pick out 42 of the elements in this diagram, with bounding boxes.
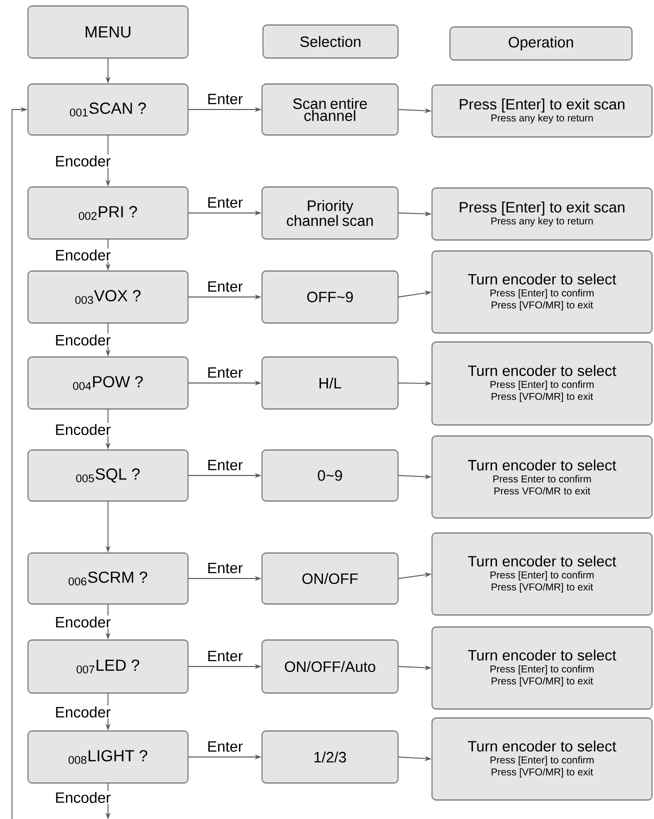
edge-label: Enter: [206, 280, 244, 293]
menu-box: $_{008}$LIGHT ?: [28, 730, 188, 784]
selection-box: 1/2/3: [262, 730, 398, 784]
edge-label: Encoder: [54, 706, 112, 718]
menu-box: $_{003}$VOX ?: [28, 270, 188, 324]
menu-box: $_{006}$SCRM ?: [28, 552, 188, 604]
edge-label: Enter: [206, 92, 244, 106]
selection-box: Priority channel scan: [262, 186, 398, 240]
selection-box: ON/OFF: [262, 552, 398, 604]
operation-box: Press [Enter] to exit scan Press any key to return: [432, 84, 652, 138]
operation-box: Turn encoder to select Press [Enter] to confirm Press [VFO/MR] to exit: [432, 626, 652, 710]
menu-box: $_{002}$PRI ?: [28, 186, 188, 240]
menu-box: $_{004}$POW ?: [28, 356, 188, 410]
column-header: Selection: [262, 24, 398, 58]
menu-box: MENU: [28, 6, 188, 58]
edge-label: Encoder: [54, 790, 112, 804]
selection-box: ON/OFF/Auto: [262, 640, 398, 694]
selection-box: Scan entire channel: [262, 84, 398, 136]
edge-label: Encoder: [54, 248, 112, 262]
menu-box: $_{005}$SQL ?: [28, 450, 188, 502]
edge-label: Enter: [206, 650, 244, 662]
selection-box: OFF~9: [262, 270, 398, 324]
edge-label: Encoder: [54, 616, 112, 628]
operation-box: Turn encoder to select Press Enter to confirm Press VFO/MR to exit: [432, 436, 652, 518]
operation-box: Turn encoder to select Press [Enter] to confirm Press [VFO/MR] to exit: [432, 250, 652, 334]
menu-box: $_{007}$LED ?: [28, 640, 188, 694]
edge-label: Enter: [206, 458, 244, 472]
operation-box: Turn encoder to select Press [Enter] to confirm Press [VFO/MR] to exit: [432, 532, 652, 616]
selection-box: H/L: [262, 356, 398, 410]
operation-box: Turn encoder to select Press [Enter] to confirm Press [VFO/MR] to exit: [432, 342, 652, 426]
edge-label: Enter: [206, 740, 244, 753]
menu-box: $_{001}$SCAN ?: [28, 84, 188, 136]
edge-label: Enter: [206, 562, 244, 574]
edge-label: Encoder: [54, 154, 112, 168]
operation-box: Turn encoder to select Press [Enter] to confirm Press [VFO/MR] to exit: [432, 718, 652, 800]
edge-label: Encoder: [54, 333, 112, 346]
edge-label: Enter: [206, 366, 244, 379]
edge-label: Encoder: [54, 422, 112, 436]
edge-label: Enter: [206, 196, 244, 209]
operation-box: Press [Enter] to exit scan Press any key to return: [432, 188, 652, 240]
selection-box: 0~9: [262, 450, 398, 502]
column-header: Operation: [450, 26, 632, 60]
